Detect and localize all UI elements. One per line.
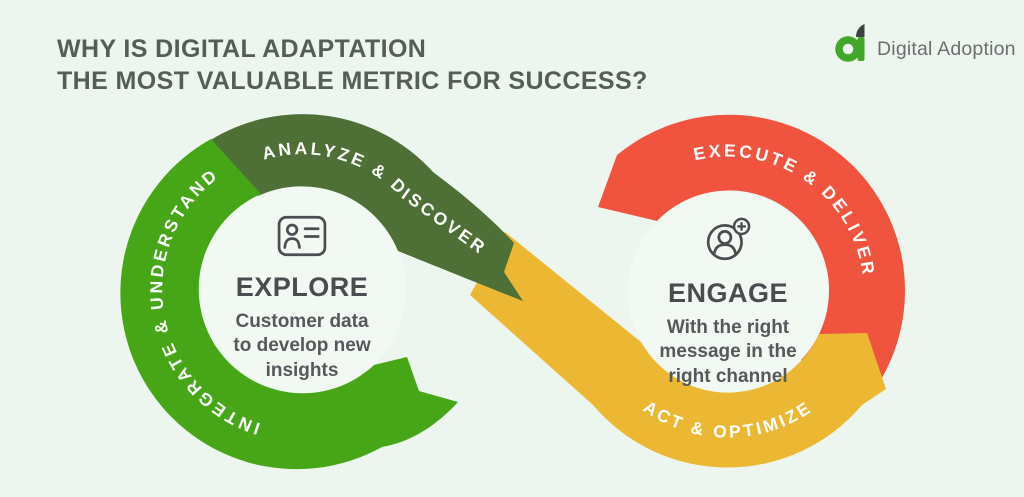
ribbon-analyze-discover — [209, 114, 523, 301]
engage-description: With the right message in the right chan… — [659, 317, 797, 387]
page-title-line2: THE MOST VALUABLE METRIC FOR SUCCESS? — [57, 66, 648, 95]
explore-description: Customer data to develop new insights — [233, 311, 371, 381]
ribbon-act-optimize — [470, 232, 886, 468]
engage-block: ENGAGE With the right message in the rig… — [613, 216, 843, 389]
id-card-icon — [277, 214, 327, 258]
ribbon-integrate-understand — [120, 139, 458, 470]
brand-logo: Digital Adoption — [834, 24, 1016, 64]
engage-title: ENGAGE — [667, 278, 789, 308]
page-title: WHY IS DIGITAL ADAPTATION THE MOST VALUA… — [57, 34, 648, 97]
digital-adoption-leaf-a-icon — [834, 24, 870, 64]
page-title-line1: WHY IS DIGITAL ADAPTATION — [57, 35, 427, 63]
add-user-icon — [704, 216, 752, 264]
explore-circle — [198, 186, 406, 394]
brand-logo-text: Digital Adoption — [877, 37, 1016, 60]
ribbon-execute-deliver — [598, 114, 906, 401]
explore-block: EXPLORE Customer data to develop new ins… — [187, 214, 417, 383]
explore-title: EXPLORE — [235, 272, 369, 302]
engage-circle — [628, 192, 828, 392]
